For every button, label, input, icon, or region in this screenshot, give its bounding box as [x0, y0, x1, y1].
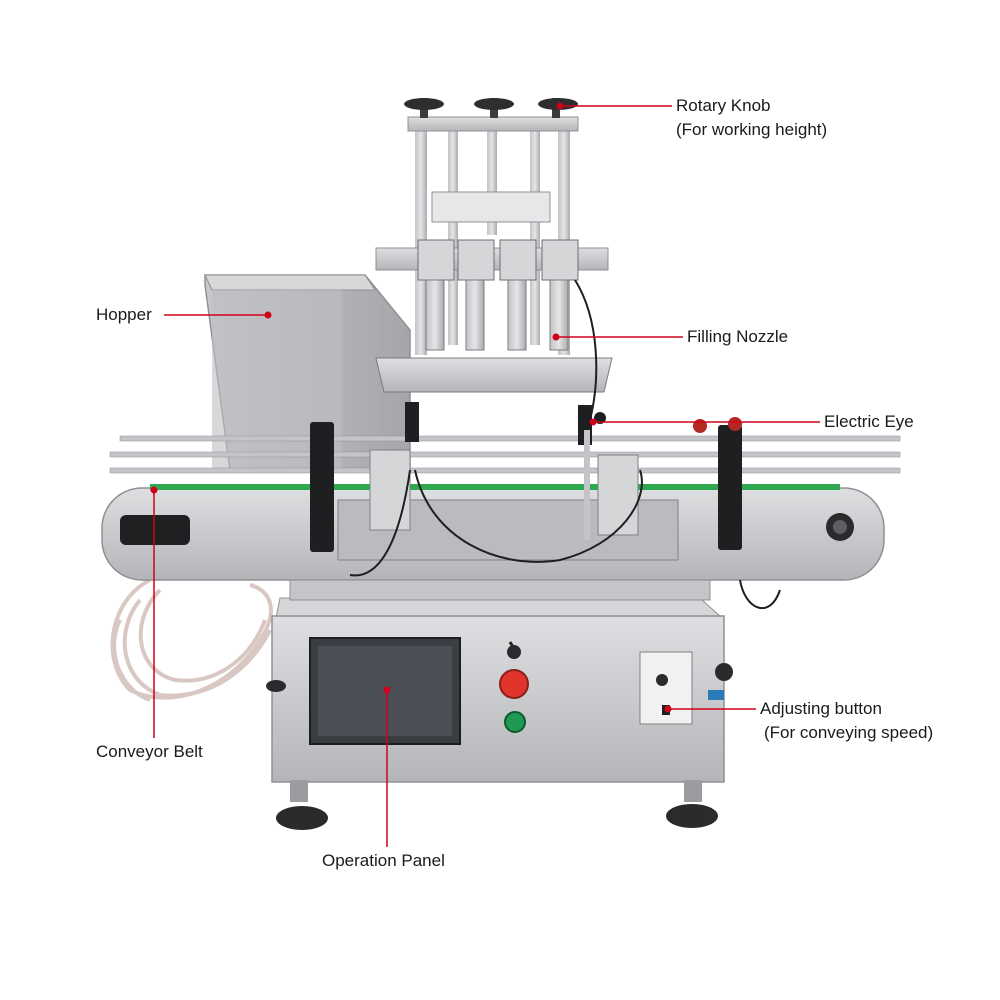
- label-adjusting-button-line1: Adjusting button: [760, 699, 882, 718]
- label-filling-nozzle: Filling Nozzle: [687, 327, 789, 346]
- callout-lines: [150, 102, 820, 847]
- rotary-knobs: [404, 98, 578, 118]
- label-conveyor-belt: Conveyor Belt: [96, 742, 203, 761]
- speed-controller-shape: [639, 651, 733, 725]
- cables: [349, 469, 781, 610]
- conveyor-body: [101, 484, 885, 581]
- label-operation-panel: Operation Panel: [322, 851, 445, 870]
- label-hopper: Hopper: [96, 305, 152, 324]
- clamp-brackets: [310, 402, 742, 552]
- label-electric-eye: Electric Eye: [824, 412, 914, 431]
- label-rotary-knob: Rotary Knob (For working height): [676, 94, 827, 142]
- nozzle-assembly: [375, 239, 613, 421]
- label-rotary-knob-line2: (For working height): [676, 120, 828, 139]
- guide-plates: [369, 430, 639, 540]
- label-rotary-knob-line1: Rotary Knob: [676, 96, 771, 115]
- label-adjusting-button: Adjusting button (For conveying speed): [760, 697, 933, 745]
- feet: [266, 680, 718, 830]
- guide-rails: [109, 435, 901, 474]
- label-adjusting-button-line2: (For conveying speed): [764, 723, 934, 742]
